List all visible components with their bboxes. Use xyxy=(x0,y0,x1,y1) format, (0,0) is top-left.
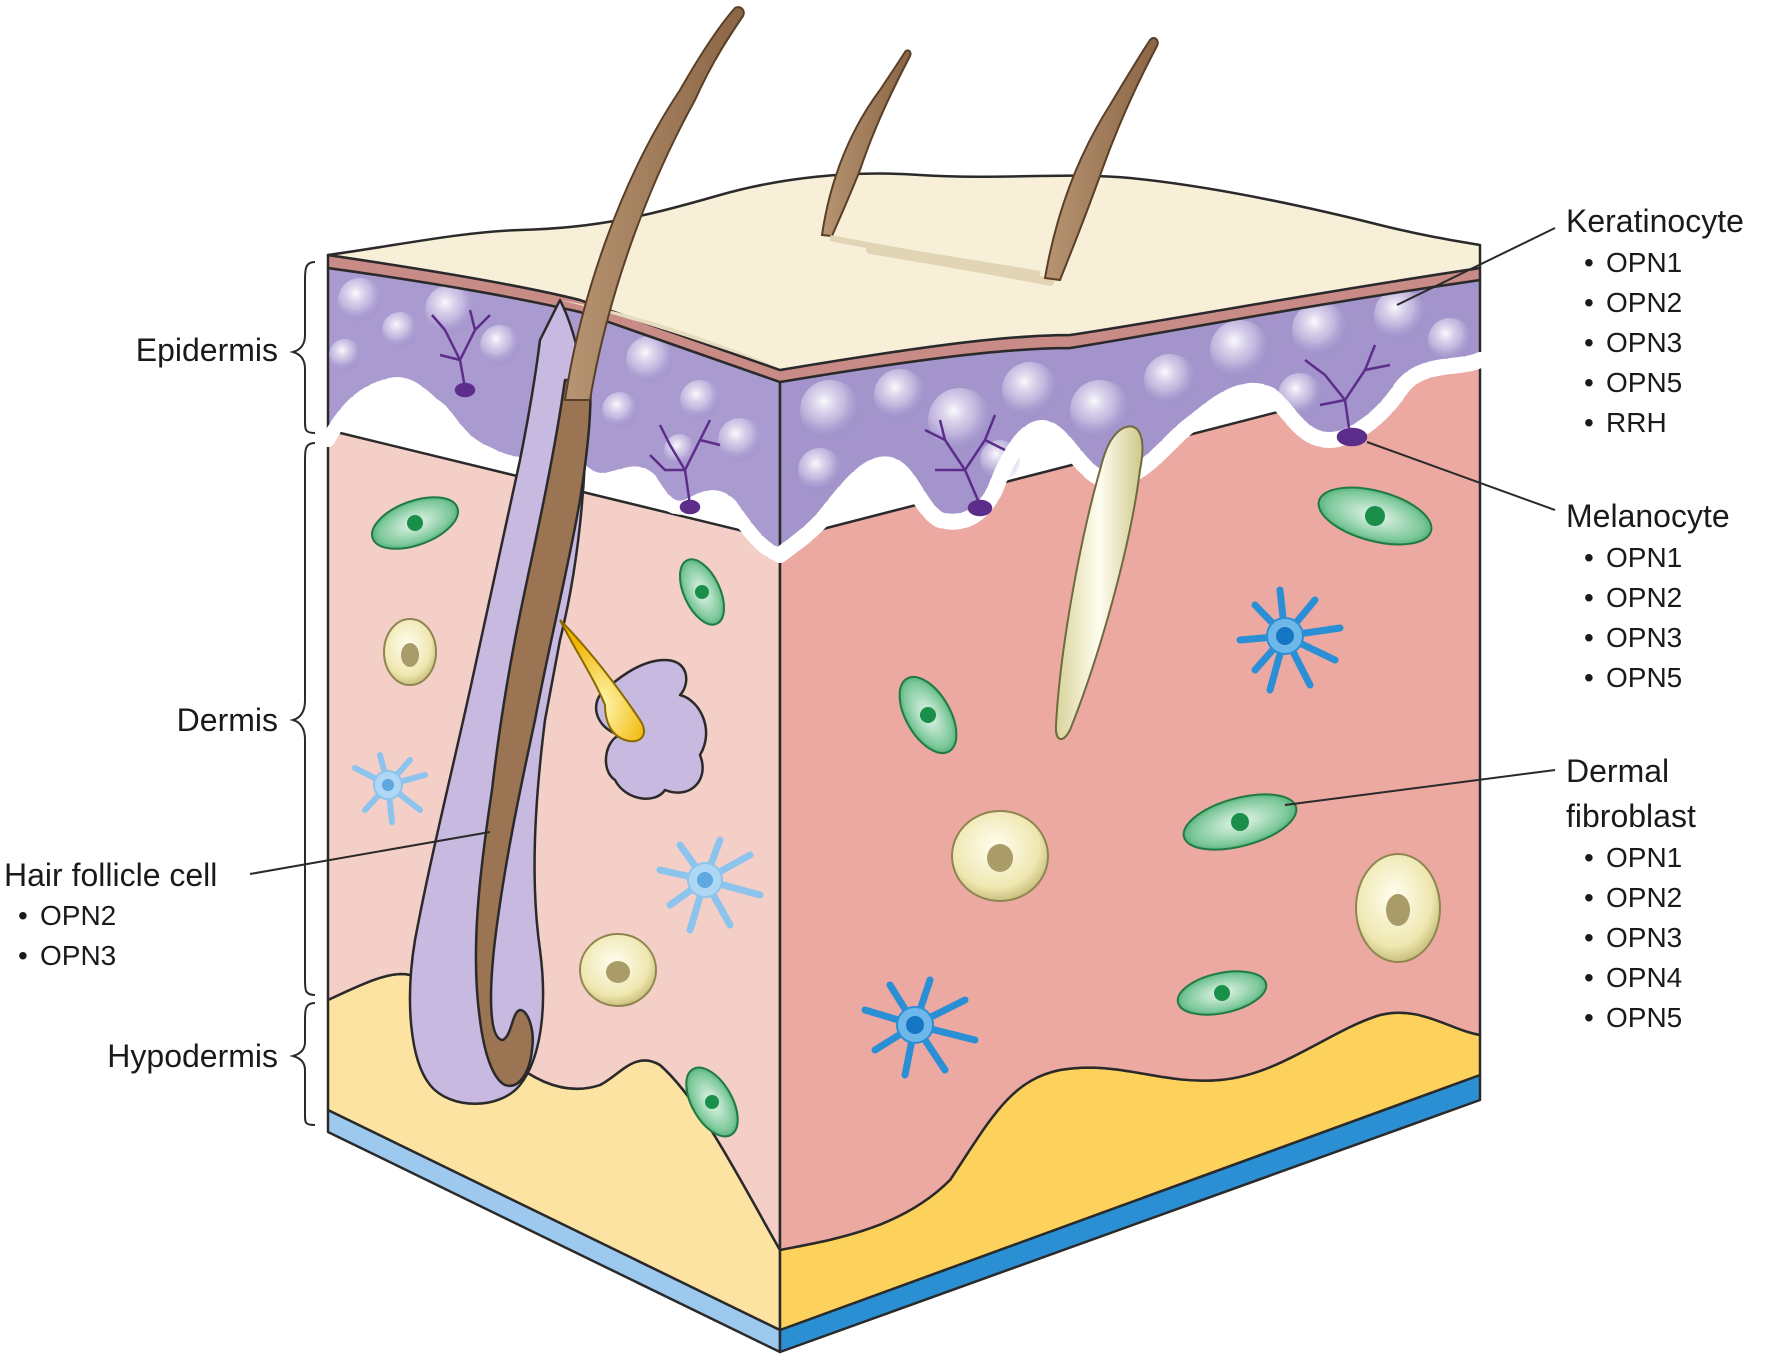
ovoid-cell-1 xyxy=(383,618,437,686)
fibroblast-opsin: OPN1 xyxy=(1606,842,1682,873)
bullet-glyph: • xyxy=(1584,582,1594,613)
melanocyte-opsin: OPN3 xyxy=(1606,622,1682,653)
bullet-glyph: • xyxy=(1584,922,1594,953)
melanocyte-3 xyxy=(924,414,1006,517)
melanocyte-4 xyxy=(1304,344,1391,447)
bullet-glyph: • xyxy=(1584,367,1594,398)
hypodermis-brace xyxy=(289,1002,316,1126)
hair-follicle-title: Hair follicle cell xyxy=(4,857,217,893)
melanocyte-opsin: OPN1 xyxy=(1606,542,1682,573)
dermis-brace xyxy=(289,442,316,996)
melanocyte-opsin: OPN2 xyxy=(1606,582,1682,613)
bullet-glyph: • xyxy=(1584,542,1594,573)
surface-crease xyxy=(866,246,1054,286)
fibroblast-1 xyxy=(371,496,459,550)
immune-cell-2 xyxy=(656,836,764,934)
hair-follicle-opsin: OPN2 xyxy=(40,900,116,931)
ovoid-cell-4 xyxy=(1355,853,1441,963)
fibroblast-leader xyxy=(1284,769,1556,806)
immune-cell-4 xyxy=(861,976,979,1079)
dermis-label: Dermis xyxy=(177,702,278,738)
hair-shaft-2 xyxy=(820,49,912,238)
bullet-glyph: • xyxy=(18,900,28,931)
fibroblast-title-line2: fibroblast xyxy=(1566,798,1696,834)
leader-lines xyxy=(249,227,1556,875)
bullet-glyph: • xyxy=(1584,327,1594,358)
melanocyte-2 xyxy=(649,419,721,515)
melanocyte-1 xyxy=(431,309,491,398)
hair-shaft-3 xyxy=(1043,36,1159,282)
fibroblast-opsin: OPN2 xyxy=(1606,882,1682,913)
bullet-glyph: • xyxy=(1584,287,1594,318)
layer-braces xyxy=(289,261,316,1126)
fibroblast-opsin: OPN3 xyxy=(1606,922,1682,953)
bullets: • • • • • • • • • • • • • • • • xyxy=(18,247,1594,1033)
melanocyte-cells xyxy=(431,309,1391,517)
epidermis-brace xyxy=(289,261,316,434)
keratinocyte-opsin: OPN5 xyxy=(1606,367,1682,398)
elongated-structure xyxy=(1054,425,1144,740)
melanocyte-annotation: Melanocyte OPN1 OPN2 OPN3 OPN5 xyxy=(1566,498,1730,693)
hair-shaft-1 xyxy=(563,6,745,401)
bullet-glyph: • xyxy=(1584,962,1594,993)
melanocyte-leader xyxy=(1366,441,1556,511)
hair-shadow xyxy=(829,235,1041,277)
fibroblast-opsin: OPN5 xyxy=(1606,1002,1682,1033)
immune-cell-1 xyxy=(352,752,428,825)
bullet-glyph: • xyxy=(1584,1002,1594,1033)
hair-follicle-leader xyxy=(249,831,491,875)
melanocyte-title: Melanocyte xyxy=(1566,498,1730,534)
sebaceous-duct xyxy=(559,619,645,743)
ovoid-cells xyxy=(383,618,1441,1007)
keratinocyte-annotation: Keratinocyte OPN1 OPN2 OPN3 OPN5 RRH xyxy=(1566,203,1744,438)
keratinocyte-opsin: RRH xyxy=(1606,407,1667,438)
bullet-glyph: • xyxy=(1584,622,1594,653)
dermis-side xyxy=(778,358,1482,1252)
bullet-glyph: • xyxy=(1584,662,1594,693)
hair-root xyxy=(474,378,592,1087)
fibroblast-6 xyxy=(1182,793,1298,851)
fibroblast-2 xyxy=(678,558,726,626)
bullet-glyph: • xyxy=(1584,247,1594,278)
immune-cell-3 xyxy=(1236,586,1344,694)
keratinocyte-leader xyxy=(1396,227,1556,306)
fibroblast-7 xyxy=(1176,970,1268,1016)
keratinocyte-opsin: OPN2 xyxy=(1606,287,1682,318)
fibroblast-3 xyxy=(685,1066,739,1138)
keratinocyte-opsin: OPN3 xyxy=(1606,327,1682,358)
immune-cells xyxy=(352,586,1344,1079)
fibroblast-4 xyxy=(898,676,958,754)
melanocyte-opsin: OPN5 xyxy=(1606,662,1682,693)
fibroblast-opsin: OPN4 xyxy=(1606,962,1682,993)
epidermis-label: Epidermis xyxy=(136,332,278,368)
hair-follicle-opsin: OPN3 xyxy=(40,940,116,971)
hair-follicle-sheath xyxy=(408,298,588,1105)
fibroblast-cells xyxy=(371,486,1433,1138)
fibroblast-title-line1: Dermal xyxy=(1566,753,1669,789)
bullet-glyph: • xyxy=(1584,882,1594,913)
hair-follicle-annotation: Hair follicle cell OPN2 OPN3 xyxy=(4,857,217,971)
fibroblast-annotation: Dermal fibroblast OPN1 OPN2 OPN3 OPN4 OP… xyxy=(1566,753,1696,1033)
ovoid-cell-2 xyxy=(579,933,657,1007)
keratinocyte-title: Keratinocyte xyxy=(1566,203,1744,239)
bullet-glyph: • xyxy=(1584,407,1594,438)
keratinocyte-bubbles xyxy=(329,278,1472,492)
ovoid-cell-3 xyxy=(951,810,1049,902)
basal-layer-side xyxy=(772,352,1488,563)
fibroblast-5 xyxy=(1317,486,1433,546)
layer-labels: Epidermis Dermis Hypodermis xyxy=(107,332,278,1074)
bullet-glyph: • xyxy=(1584,842,1594,873)
hypodermis-label: Hypodermis xyxy=(107,1038,278,1074)
keratinocyte-opsin: OPN1 xyxy=(1606,247,1682,278)
bullet-glyph: • xyxy=(18,940,28,971)
